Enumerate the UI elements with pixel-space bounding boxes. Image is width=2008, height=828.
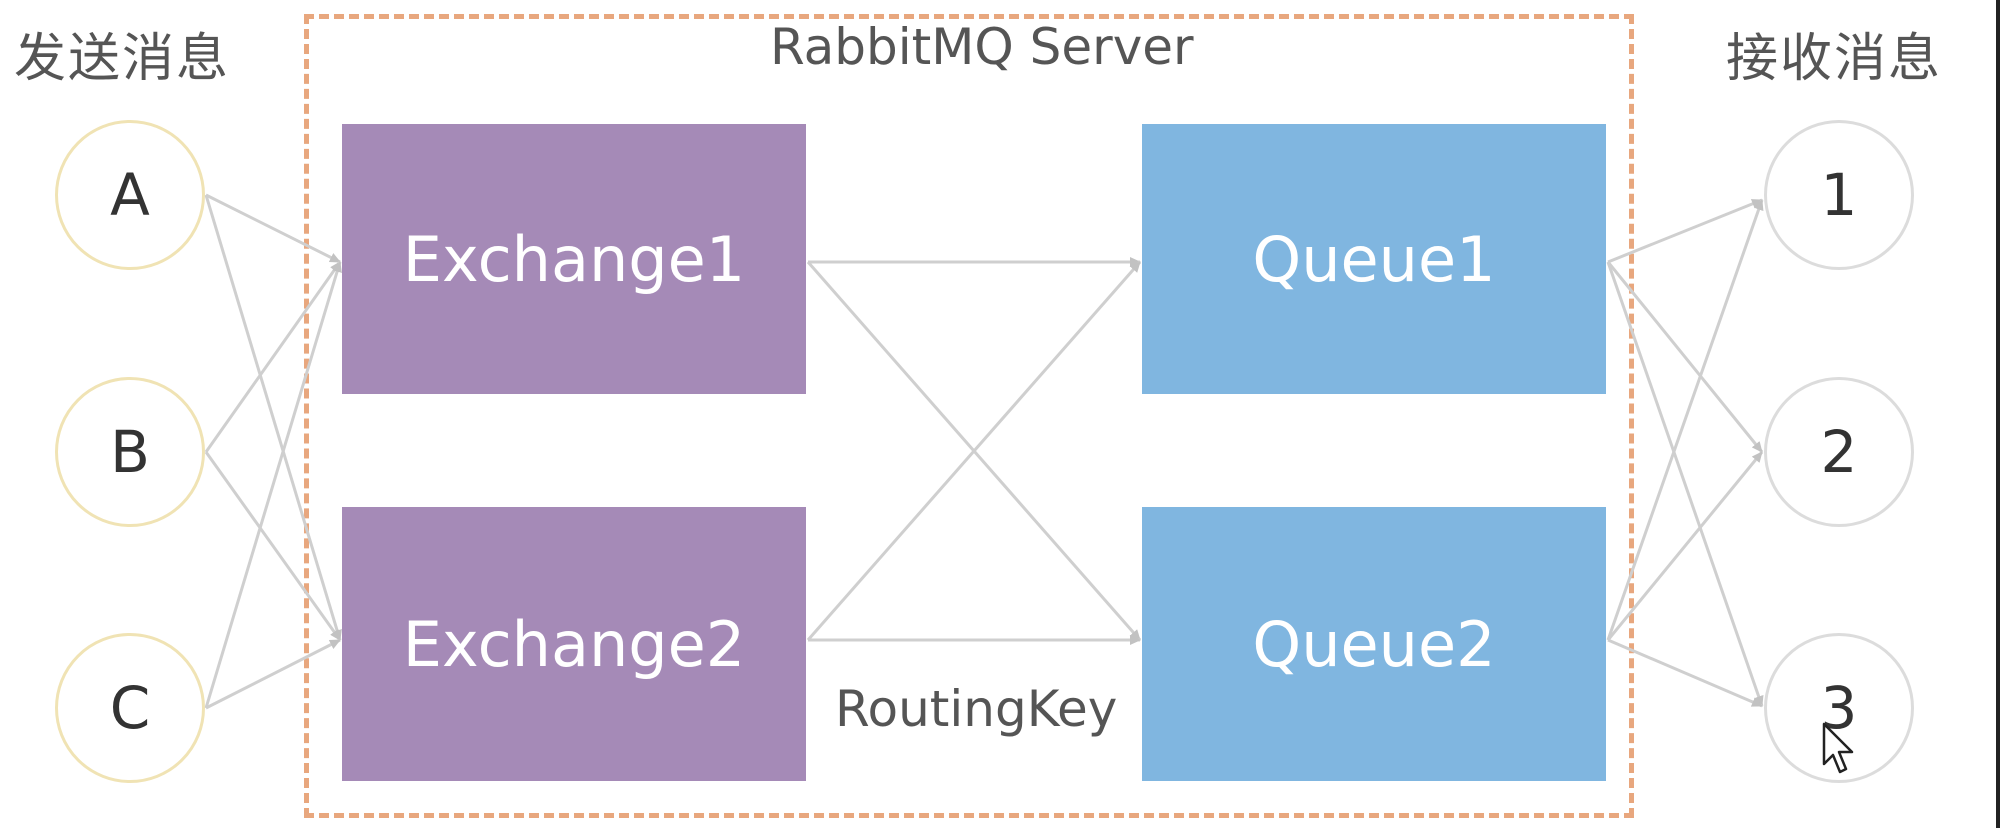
arrow-exchange2-queue1 xyxy=(806,261,1142,641)
producer-b: B xyxy=(55,377,205,527)
rabbitmq-server-box xyxy=(304,14,1634,818)
mouse-cursor-icon xyxy=(1822,722,1854,774)
queue1-box: Queue1 xyxy=(1142,124,1606,394)
arrow-queue1-consumer1 xyxy=(1607,198,1763,264)
arrow-c-exchange2 xyxy=(205,638,341,710)
queue2-box: Queue2 xyxy=(1142,507,1606,781)
arrow-b-exchange2 xyxy=(204,451,342,641)
sender-title: 发送消息 xyxy=(14,29,231,89)
arrow-queue1-consumer3 xyxy=(1606,261,1764,707)
arrow-a-exchange2 xyxy=(204,194,342,641)
producer-c: C xyxy=(55,633,205,783)
arrow-c-exchange1 xyxy=(204,261,342,709)
arrow-queue2-consumer3 xyxy=(1607,638,1763,708)
receiver-title: 接收消息 xyxy=(1726,29,1943,89)
consumer-1: 1 xyxy=(1764,120,1914,270)
arrow-a-exchange1 xyxy=(205,193,341,264)
producer-a: A xyxy=(55,120,205,270)
exchange2-box: Exchange2 xyxy=(342,507,806,781)
arrow-queue2-consumer1 xyxy=(1606,199,1764,641)
exchange1-box: Exchange1 xyxy=(342,124,806,394)
server-title: RabbitMQ Server xyxy=(770,18,1194,76)
arrow-queue1-consumer2 xyxy=(1606,261,1764,453)
arrow-b-exchange1 xyxy=(204,261,342,453)
right-border xyxy=(1996,0,2000,828)
routing-key-label: RoutingKey xyxy=(835,680,1118,738)
consumer-2: 2 xyxy=(1764,377,1914,527)
arrow-queue2-consumer2 xyxy=(1606,451,1764,641)
